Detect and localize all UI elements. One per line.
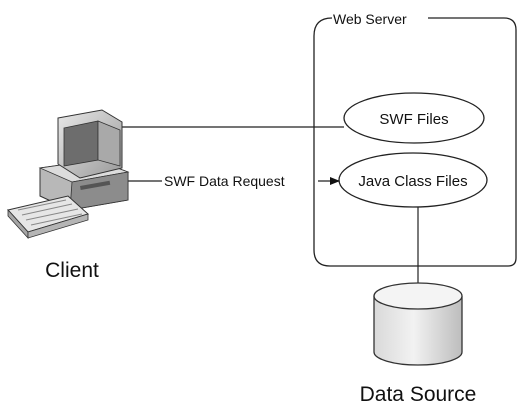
data-source-label: Data Source (360, 383, 477, 406)
java-class-files-node: Java Class Files (338, 152, 488, 208)
request-arrow-label: SWF Data Request (164, 173, 285, 189)
swf-files-label: SWF Files (379, 111, 448, 128)
computer-icon (7, 109, 130, 240)
swf-files-node: SWF Files (343, 92, 485, 144)
web-server-label: Web Server (333, 11, 407, 27)
java-class-files-label: Java Class Files (358, 173, 467, 190)
client-label: Client (45, 259, 99, 282)
web-server-box: Web Server (313, 11, 517, 267)
database-icon (373, 282, 463, 366)
